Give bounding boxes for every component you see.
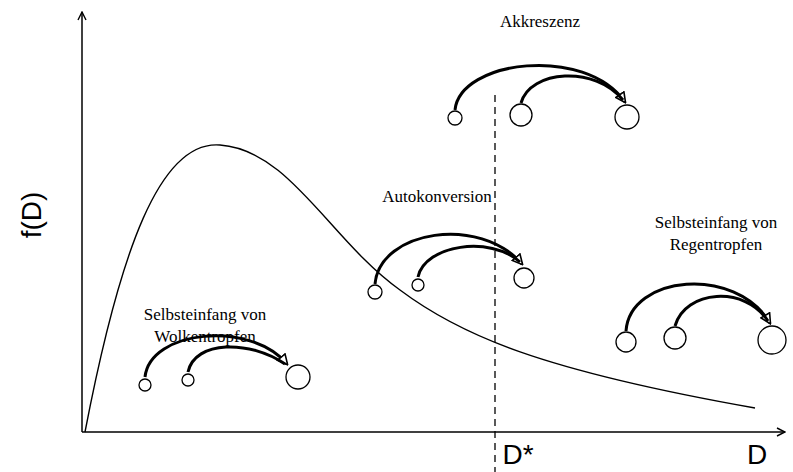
process-label: Selbsteinfang von Wolkentropfen bbox=[135, 304, 275, 348]
droplet bbox=[510, 104, 532, 126]
threshold-label: D* bbox=[502, 441, 533, 469]
droplet bbox=[286, 365, 310, 389]
axis-label: f(D) bbox=[18, 192, 46, 239]
droplet bbox=[368, 285, 382, 299]
droplet bbox=[758, 326, 786, 354]
droplet bbox=[616, 332, 636, 352]
droplet bbox=[615, 105, 639, 129]
process-label: Selbsteinfang von Regentropfen bbox=[646, 212, 786, 256]
droplet bbox=[664, 327, 686, 349]
droplet bbox=[448, 111, 462, 125]
droplet bbox=[412, 279, 424, 291]
collection-arrow bbox=[188, 347, 285, 372]
accretion bbox=[448, 65, 639, 129]
autoconversion bbox=[368, 234, 534, 299]
droplet bbox=[182, 374, 194, 386]
y-axis bbox=[81, 12, 83, 432]
collection-arrow bbox=[626, 284, 770, 331]
rain-self-collection bbox=[616, 284, 786, 354]
process-label: Akkreszenz bbox=[500, 11, 580, 33]
droplet bbox=[139, 379, 151, 391]
collection-arrow bbox=[418, 246, 520, 277]
distribution-curve bbox=[85, 145, 755, 432]
axis-label: D bbox=[747, 441, 767, 469]
collection-arrow bbox=[375, 234, 522, 284]
collection-arrow bbox=[455, 65, 625, 110]
threshold-line bbox=[494, 95, 495, 472]
collection-arrow bbox=[521, 76, 623, 103]
x-axis bbox=[82, 431, 785, 433]
droplet bbox=[514, 268, 534, 288]
process-label: Autokonversion bbox=[382, 186, 492, 208]
collection-arrow bbox=[675, 296, 768, 326]
